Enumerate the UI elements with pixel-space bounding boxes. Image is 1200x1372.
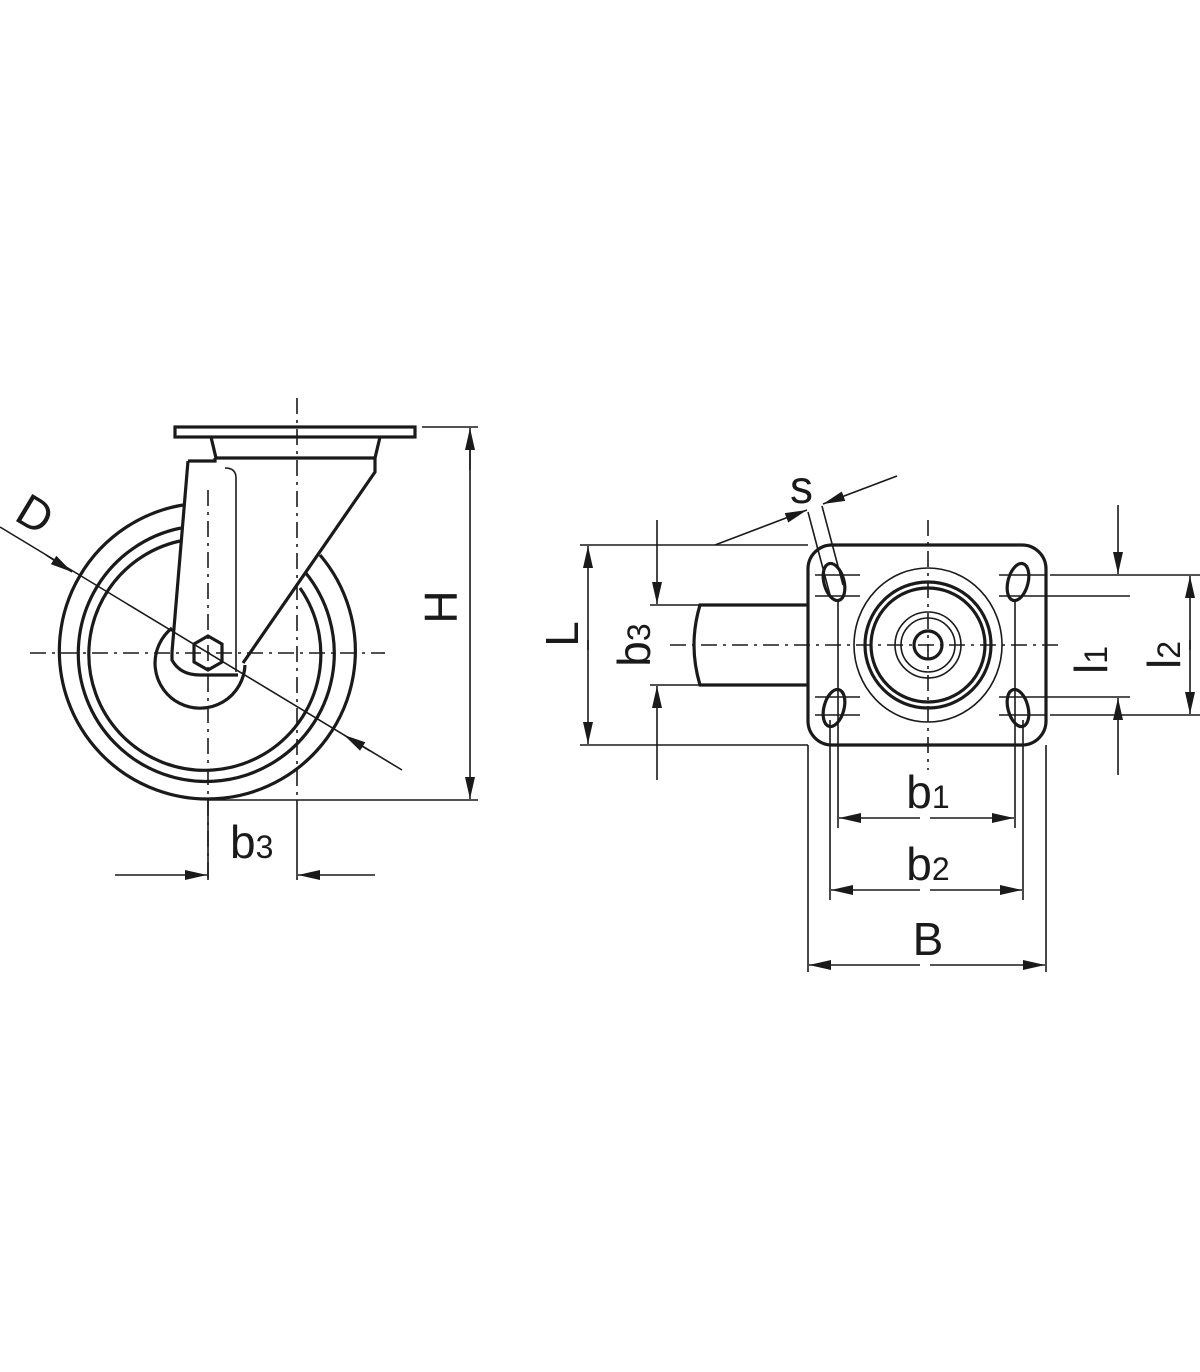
wheel-tyre-outer [57,503,357,801]
axle-hub [153,626,247,710]
label-b2: b2 [906,838,949,890]
label-l2: l2 [1138,641,1190,669]
fork-leg [170,460,190,653]
label-b3-side: b3 [230,816,273,868]
side-view: D H b3 [0,398,478,880]
kingpin [912,629,944,661]
label-L: L [536,621,588,647]
mounting-plate [806,543,1048,747]
top-plate [173,425,417,439]
top-view: L b3 s l1 l2 b1 b2 [536,461,1200,972]
label-b3-top: b3 [608,623,660,666]
dimension-s-arrow [822,475,898,505]
dimension-s-extension [821,505,844,586]
dimension-D-arrow [343,734,371,752]
label-s: s [790,461,813,513]
dimension-s-arrow [714,509,808,546]
swivel-bearing [209,436,382,460]
wheel-rim [87,539,323,772]
mounting-slot [821,561,847,603]
kingpin-ring [894,611,962,679]
label-B: B [913,913,944,965]
fork-inner-edge [224,467,237,672]
mounting-slot [1005,687,1031,729]
fork-arm [188,458,377,664]
bearing-ring [853,567,1003,723]
stem [692,603,808,687]
wheel-tyre-inner [76,526,336,784]
label-D: D [8,483,63,545]
label-H: H [415,590,467,623]
label-l1: l1 [1065,646,1117,674]
mounting-slot [821,687,847,729]
dimension-s-extension [807,511,831,596]
kingpin-ring [900,617,956,673]
label-b1: b1 [906,766,949,818]
bearing-ring [869,586,987,704]
bearing-ring [863,580,993,710]
mounting-slot [1005,561,1031,603]
dimension-D-arrow [45,554,73,573]
